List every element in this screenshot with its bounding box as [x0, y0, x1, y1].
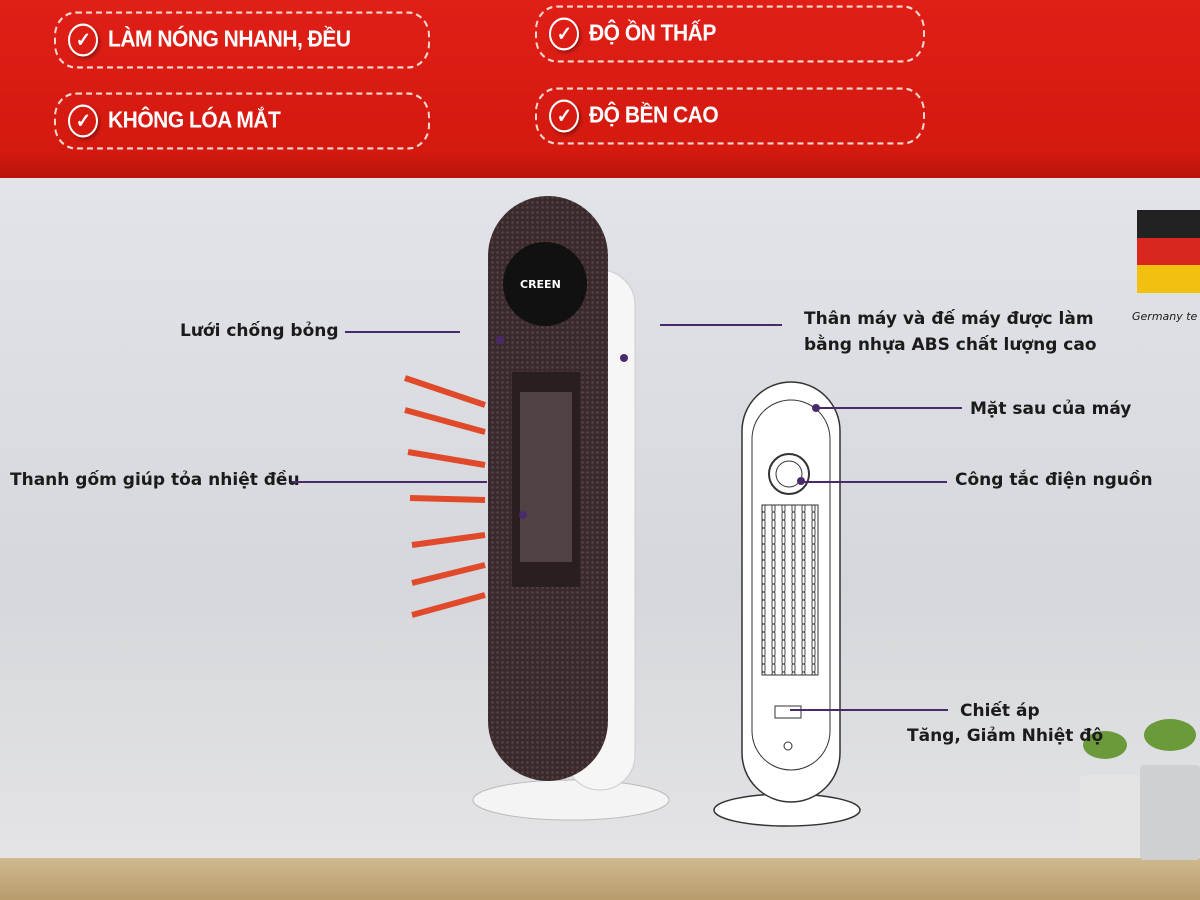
callout-switch: Công tắc điện nguồn — [955, 470, 1153, 490]
callout-line — [660, 324, 782, 326]
feature-label: LÀM NÓNG NHANH, ĐỀU — [108, 26, 351, 53]
callout-dot — [812, 404, 820, 412]
feature-label: KHÔNG LÓA MẮT — [108, 107, 281, 134]
callout-knob-line2: Tăng, Giảm Nhiệt độ — [907, 726, 1104, 746]
feature-badge: ✓ ĐỘ ỒN THẤP — [535, 5, 925, 63]
plant-pot — [1080, 775, 1140, 850]
germany-flag-icon — [1137, 210, 1200, 293]
callout-dot — [496, 336, 504, 344]
feature-badge: ✓ KHÔNG LÓA MẮT — [54, 92, 430, 150]
callout-body-line1: Thân máy và đế máy được làm — [804, 309, 1094, 329]
callout-ceramic: Thanh gốm giúp tỏa nhiệt đều — [10, 470, 300, 490]
feature-label: ĐỘ BỀN CAO — [589, 102, 719, 129]
brand-logo: CREEN — [520, 278, 561, 291]
check-circle-icon: ✓ — [68, 23, 98, 57]
callout-line — [800, 481, 947, 483]
callout-dot — [797, 477, 805, 485]
callout-knob-line1: Chiết áp — [960, 701, 1040, 721]
feature-label: ĐỘ ỒN THẤP — [589, 20, 716, 47]
callout-line — [790, 709, 948, 711]
callout-back: Mặt sau của máy — [970, 399, 1132, 419]
callout-mesh: Lưới chống bỏng — [180, 321, 339, 341]
callout-line — [292, 481, 487, 483]
feature-badge: ✓ LÀM NÓNG NHANH, ĐỀU — [54, 11, 430, 69]
check-circle-icon: ✓ — [549, 17, 579, 51]
feature-banner: ✓ LÀM NÓNG NHANH, ĐỀU ✓ ĐỘ ỒN THẤP ✓ KHÔNG … — [0, 0, 1200, 178]
callout-body-line2: bằng nhựa ABS chất lượng cao — [804, 335, 1097, 355]
callout-line — [345, 331, 460, 333]
feature-badge: ✓ ĐỘ BỀN CAO — [535, 87, 925, 145]
heat-arrows — [404, 375, 486, 618]
callout-dot — [519, 511, 527, 519]
check-circle-icon: ✓ — [68, 104, 98, 138]
check-circle-icon: ✓ — [549, 99, 579, 133]
callout-dot — [620, 354, 628, 362]
flag-caption: Germany te — [1132, 310, 1198, 323]
wooden-floor — [0, 858, 1200, 900]
callout-line — [816, 407, 962, 409]
